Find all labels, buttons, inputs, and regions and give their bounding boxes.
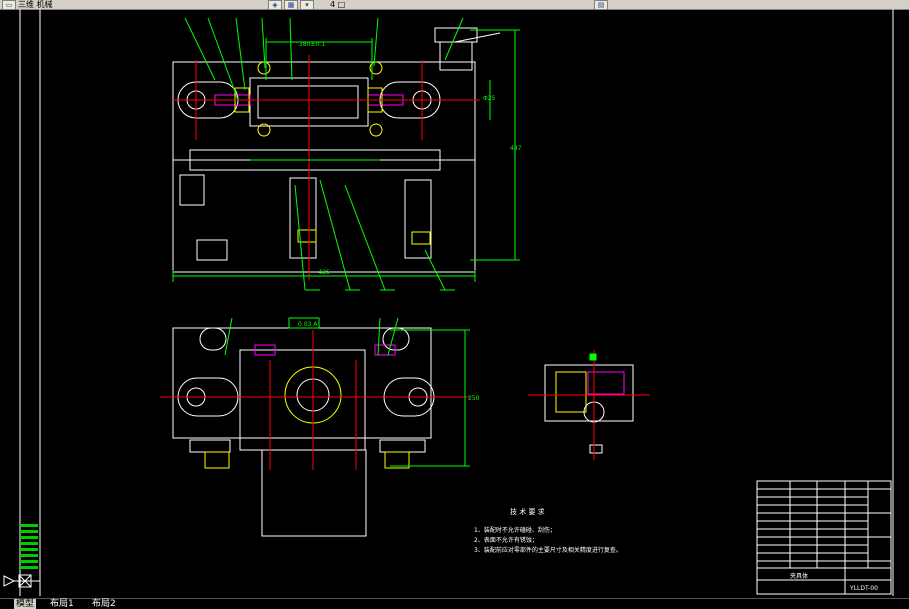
- cad-drawing: 380±0.1 487 425 Φ25 0.03 A 250: [19, 9, 894, 596]
- title-block: [756, 480, 892, 595]
- drawing-frame: [19, 9, 894, 596]
- tab-layout-1[interactable]: 布局1: [50, 599, 74, 609]
- ucs-icon: [2, 572, 42, 594]
- section-view: [528, 350, 650, 460]
- top-view-assembly: [172, 17, 520, 291]
- note-1: 1、装配时不允许磕碰、刮伤；: [474, 526, 556, 534]
- drawing-canvas[interactable]: 380±0.1 487 425 Φ25 0.03 A 250: [0, 9, 909, 596]
- open-icon[interactable]: ▭: [2, 0, 16, 9]
- notes-title: 技 术 要 求: [510, 507, 545, 516]
- note-3: 3、装配前应对零部件的主要尺寸及相关精度进行复查。: [474, 546, 622, 554]
- tab-layout-2[interactable]: 布局2: [92, 599, 116, 609]
- properties-icon[interactable]: ▦: [284, 0, 298, 9]
- tab-model[interactable]: 模型: [14, 599, 37, 609]
- layer-icon[interactable]: ◈: [268, 0, 282, 9]
- dim-small: Φ25: [483, 95, 496, 102]
- toolbar: ▭ 三维 机械 ◈ ▦ ▾ 4 □ ▤: [0, 0, 909, 10]
- front-view-assembly: [160, 317, 470, 537]
- layout-tabs: 模型 布局1 布局2: [0, 598, 909, 609]
- toolbar-title: 三维 机械: [18, 0, 53, 9]
- title-block-name: 夹具体: [790, 572, 808, 580]
- dim-right-height: 487: [510, 145, 522, 152]
- dim-tolerance: 0.03 A: [298, 321, 318, 328]
- technical-notes: 技 术 要 求 1、装配时不允许磕碰、刮伤； 2、表面不允许有锈蚀； 3、装配前…: [474, 507, 622, 554]
- note-2: 2、表面不允许有锈蚀；: [474, 536, 538, 544]
- title-block-code: YLLDT-00: [849, 585, 878, 592]
- dim-top-width: 380±0.1: [299, 41, 325, 48]
- left-strip-blocks: [20, 524, 38, 569]
- dim-bottom-width: 425: [318, 269, 330, 276]
- grid-icon[interactable]: ▤: [594, 0, 608, 9]
- dropdown-arrow-icon[interactable]: ▾: [300, 0, 314, 9]
- toolbar-combo[interactable]: 4 □: [330, 0, 346, 9]
- dim-right-h2: 250: [468, 395, 480, 402]
